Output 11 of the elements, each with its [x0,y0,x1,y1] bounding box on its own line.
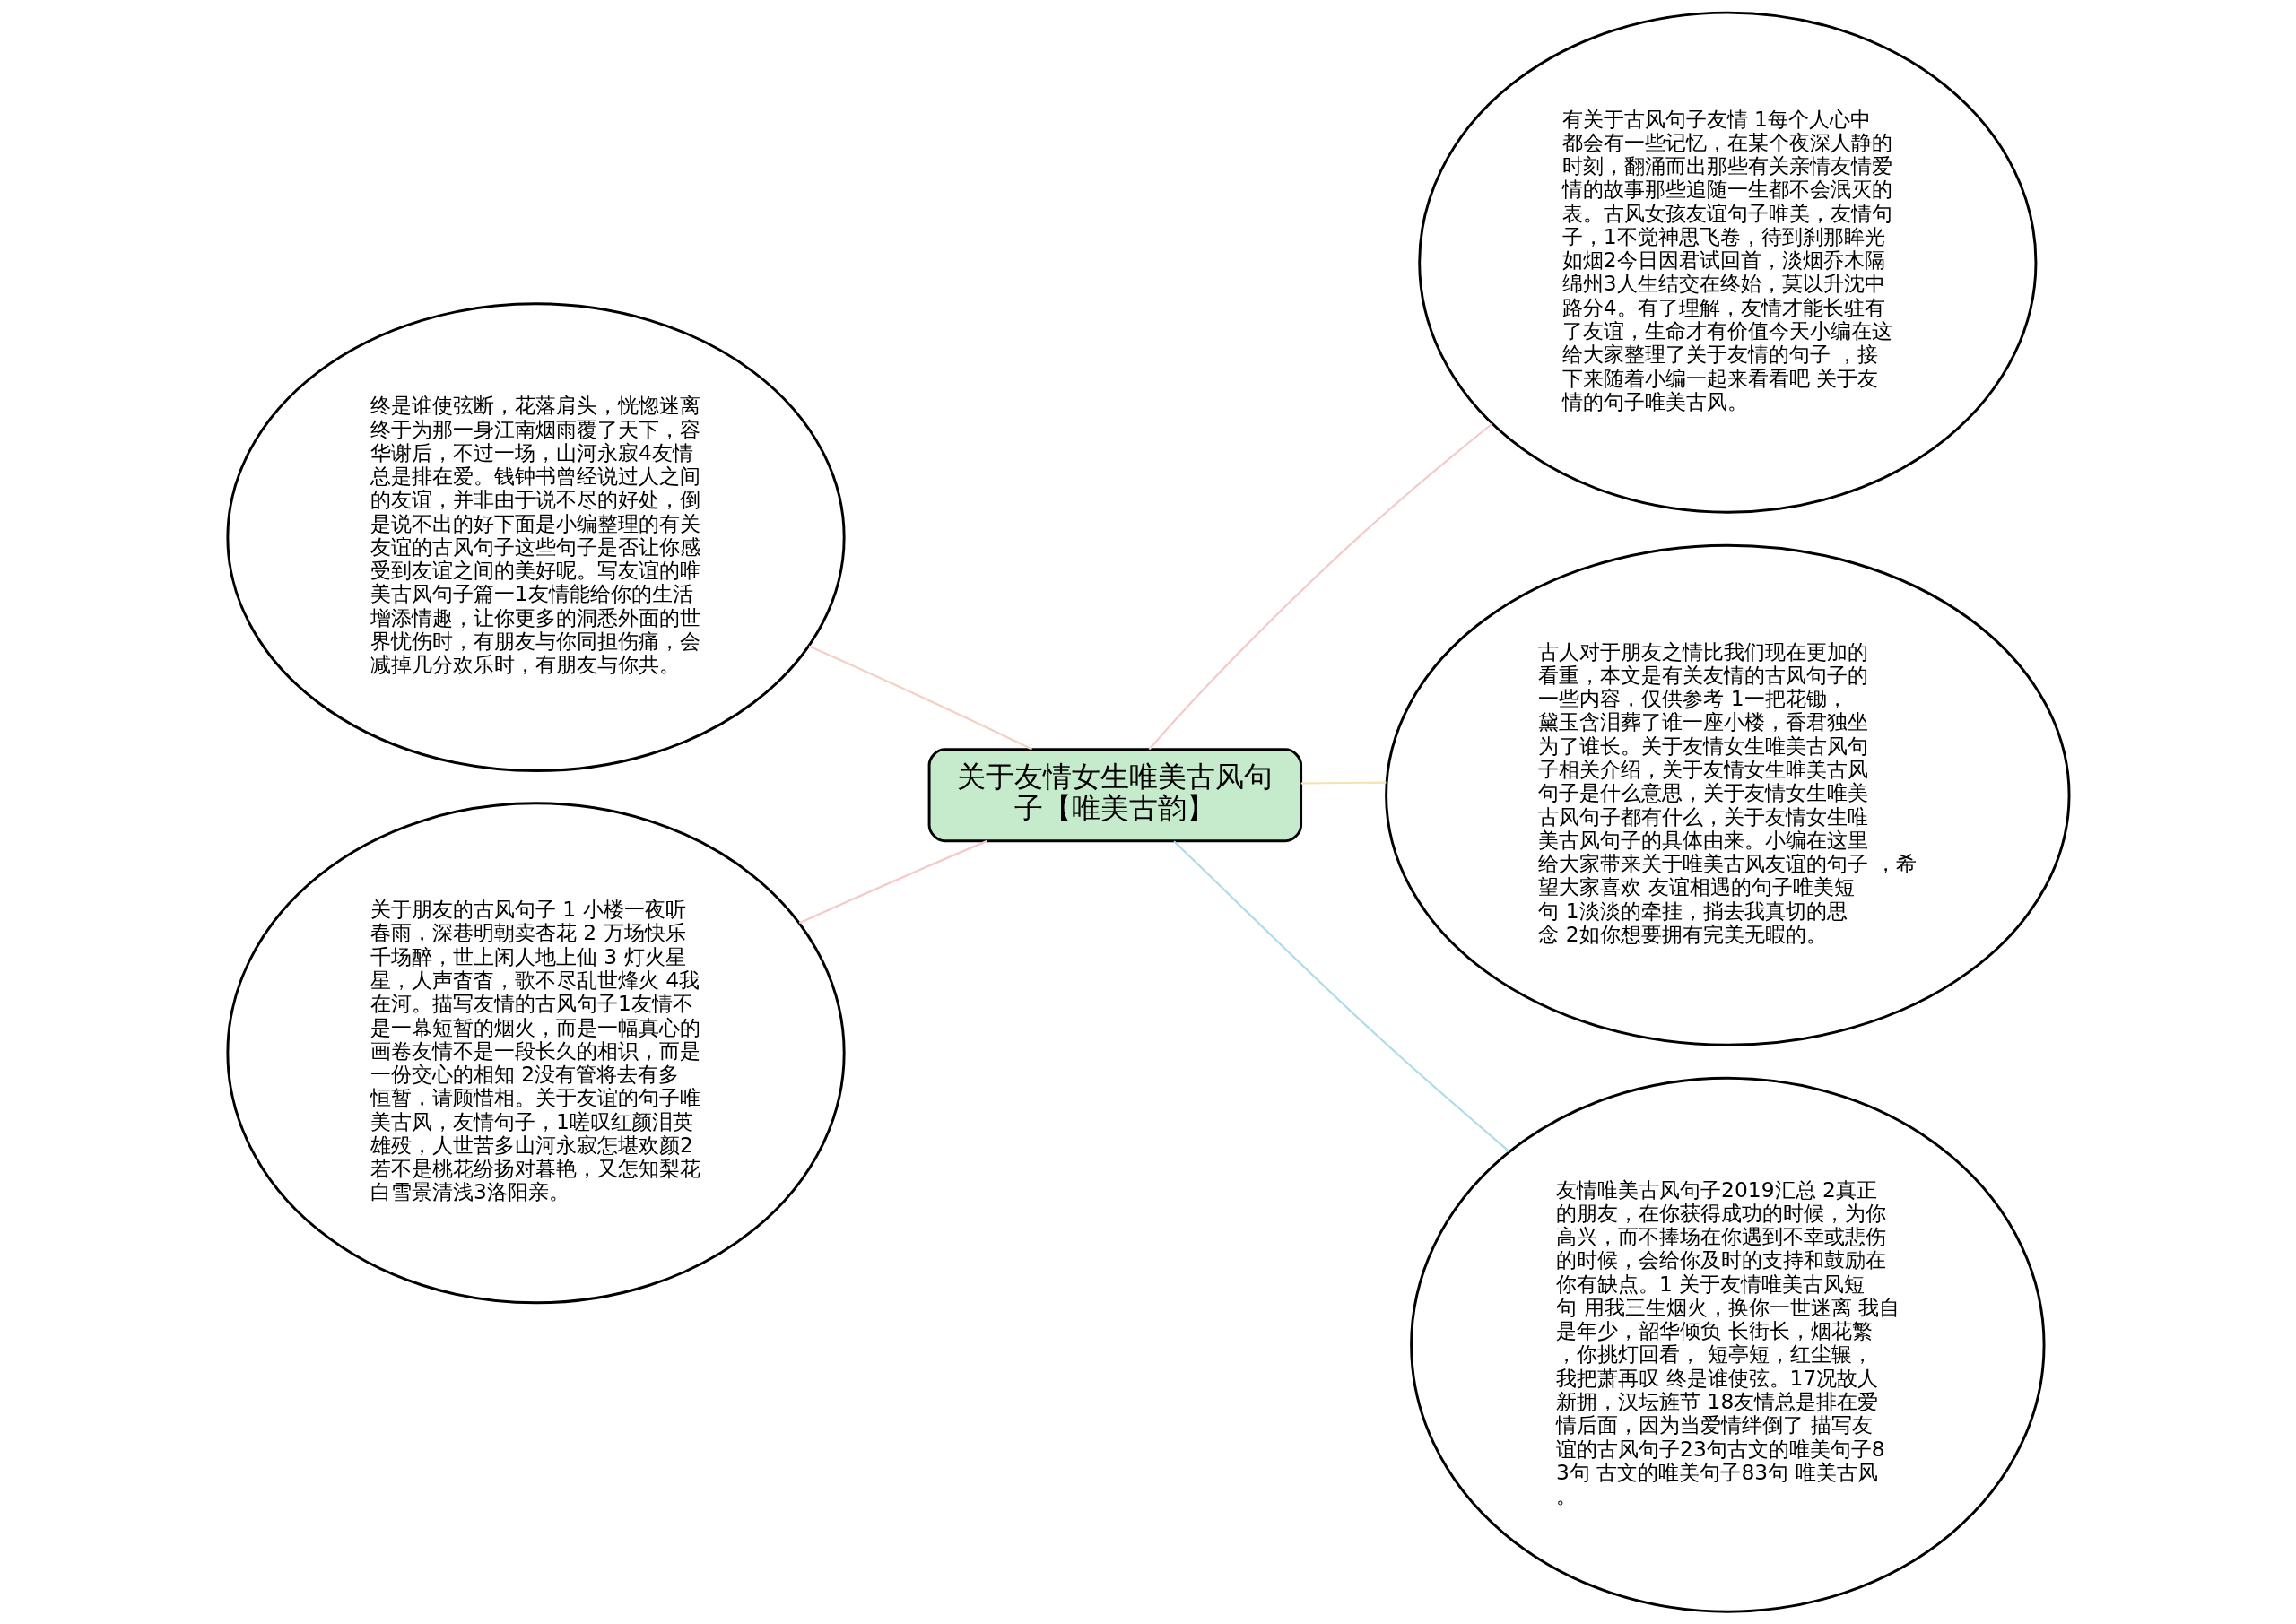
connector [1148,422,1492,751]
node-box: 关于友情女生唯美古风句子【唯美古韵】 [927,748,1302,843]
node-ellipse: 古人对于朋友之情比我们现在更加的看重，本文是有关友情的古风句子的一些内容，仅供参考 1一把花锄，黛玉含泪葬了谁一座小楼，香君独坐为了谁长。关于友情女生唯美古风句子相关介绍，关于友情女生唯美古风句子是什么意思，关于友情女生唯美古风句子都有什么，关于友情女生唯美古风句子的具体由来。小编在这里给大家带来关于唯美古风友谊的句子 ，希望大家喜欢 友谊相遇的句子唯美短句 1淡淡的牵挂，捎去我真切的思念 2如你想要拥有完美无暇的。 [1384,543,2070,1046]
connector [1172,840,1510,1153]
connector [1300,781,1386,785]
node-ellipse: 关于朋友的古风句子 1 小楼一夜听春雨，深巷明朝卖杏花 2 万场快乐千场醉，世上闲人地上仙 3 灯火星星，人声杳杳，歌不尽乱世烽火 4我在河。描写友情的古风句子1友情不是一幕短暂的烟火，而是一幅真心的画卷友情不是一段长久的相识，而是一份交心的相知 2没有管将去有多恒暂，请顾惜相。关于友谊的句子唯美古风，友情句子，1嗟叹红颜泪英雄殁，人世苦多山河永寂怎堪欢颜2若不是桃花纷扬对暮艳，又怎知梨花白雪景清浅3洛阳亲。 [225,802,846,1305]
connector [808,645,1032,751]
connector [798,839,987,925]
node-ellipse: 友情唯美古风句子2019汇总 2真正的朋友，在你获得成功的时候，为你高兴，而不捧场在你遇到不幸或悲伤的时候，会给你及时的支持和鼓励在你有缺点。1 关于友情唯美古风短句 用我三生烟火，换你一世迷离 我自是年少，韶华倾负 长街长，烟花繁，你挑灯回看， 短亭短，红尘辗，我把萧再叹 终是谁使弦。17况故人新拥，汉坛旌节 18友情总是排在爱情后面，因为当爱情绊倒了 描写友谊的古风句子23句古文的唯美句子83句 古文的唯美句子83句 唯美古风。 [1409,1076,2045,1613]
node-ellipse: 有关于古风句子友情 1每个人心中都会有一些记忆，在某个夜深人静的时刻，翻涌而出那些有关亲情友情爱情的故事那些追随一生都不会泯灭的表。古风女孩友谊句子唯美，友情句子，1不觉神思飞卷，待到刹那眸光如烟2今日因君试回首，淡烟乔木隔绵州3人生结交在终始，莫以升沈中路分4。有了理解，友情才能长驻有了友谊，生命才有价值今天小编在这给大家整理了关于友情的句子 ，接下来随着小编一起来看看吧 关于友情的句子唯美古风。 [1417,11,2037,514]
node-ellipse: 终是谁使弦断，花落肩头，恍惚迷离终于为那一身江南烟雨覆了天下，容华谢后，不过一场，山河永寂4友情总是排在爱。钱钟书曾经说过人之间的友谊，并非由于说不尽的好处，倒是说不出的好下面是小编整理的有关友谊的古风句子这些句子是否让你感受到友谊之间的美好呢。写友谊的唯美古风句子篇一1友情能给你的生活增添情趣，让你更多的洞悉外面的世界忧伤时，有朋友与你同担伤痛，会减掉几分欢乐时，有朋友与你共。 [225,302,846,772]
